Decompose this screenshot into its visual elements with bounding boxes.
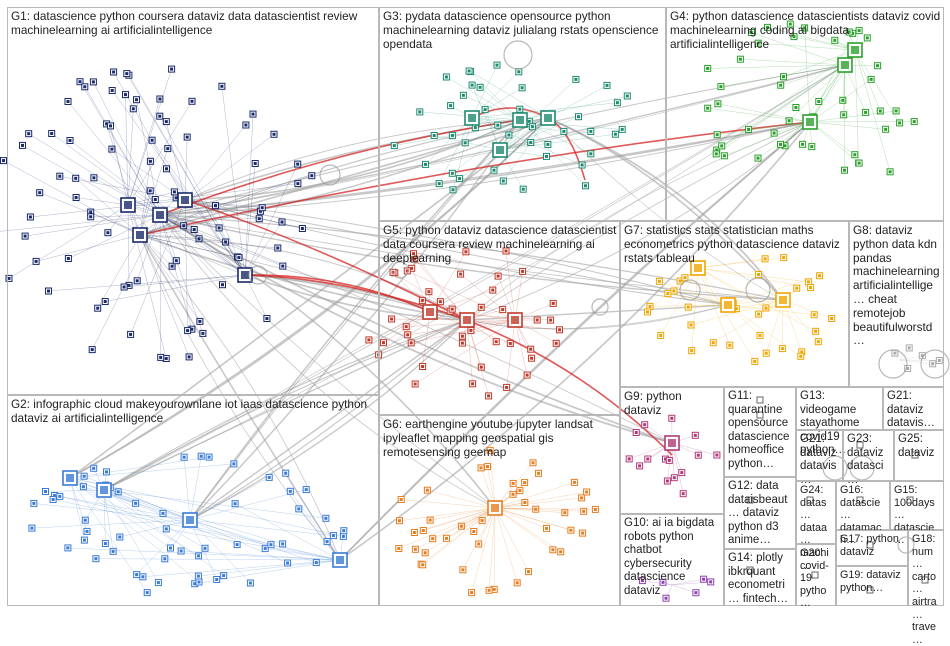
group-panel-g13: G13: videogame stayathome covid19 python… (796, 387, 883, 430)
group-panel-g1: G1: datascience python coursera dataviz … (7, 7, 379, 395)
group-panel-g19: G19: dataviz python… (836, 566, 908, 606)
group-label-g14: G14: plotly ibkrquant econometri… fintec… (728, 552, 793, 606)
group-label-g1: G1: datascience python coursera dataviz … (11, 10, 376, 38)
group-panel-g20: G20: covid-19 pytho… (796, 544, 836, 606)
group-label-g10: G10: ai ia bigdata robots python chatbot… (624, 517, 721, 598)
network-graph: G1: datascience python coursera dataviz … (0, 0, 950, 611)
group-panel-g11: G11: quarantine opensource datascience h… (724, 387, 796, 477)
group-panel-g10: G10: ai ia bigdata robots python chatbot… (620, 514, 724, 606)
group-label-g11: G11: quarantine opensource datascience h… (728, 390, 793, 471)
group-panel-g9: G9: python dataviz (620, 387, 724, 514)
group-panel-g21: G21: dataviz datavis… (796, 430, 843, 481)
group-panel-g16: G16: datascie… datamach… (836, 481, 890, 530)
group-panel-g2: G2: infographic cloud makeyourownlane io… (7, 395, 379, 606)
group-label-g4: G4: python datascience datascientists da… (670, 10, 941, 51)
group-label-g22: G21: dataviz datavis… (887, 390, 941, 431)
group-panel-g22: G21: dataviz datavis… (883, 387, 944, 430)
group-panel-g8: G8: dataviz python data kdn pandas machi… (849, 221, 944, 387)
group-label-g25: G25: dataviz (898, 433, 941, 460)
group-panel-g24: G24: datas… dataa… machi… (796, 481, 836, 544)
group-label-g12: G12: data dataisbeaut… dataviz python d3… (728, 480, 793, 548)
group-panel-g12: G12: data dataisbeaut… dataviz python d3… (724, 477, 796, 549)
group-panel-g14: G14: plotly ibkrquant econometri… fintec… (724, 549, 796, 606)
group-panel-g7: G7: statistics stats statistician maths … (620, 221, 849, 387)
group-panel-g4: G4: python datascience datascientists da… (666, 7, 944, 221)
group-label-g3: G3: pydata datascience opensource python… (383, 10, 663, 51)
group-label-g18: G18: num… carto… airtra… trave… (912, 533, 941, 646)
vertex-node-core (2, 159, 5, 162)
group-label-g8: G8: dataviz python data kdn pandas machi… (853, 224, 941, 348)
group-label-g6: G6: earthengine youtube jupyter landsat … (383, 418, 617, 459)
group-label-g23: G23: dataviz datasci… (847, 433, 891, 487)
group-label-g19: G19: dataviz python… (840, 569, 905, 594)
group-panel-g23: G23: dataviz datasci… (843, 430, 894, 481)
group-label-g17: G17: python dataviz (840, 533, 905, 558)
group-panel-g6: G6: earthengine youtube jupyter landsat … (379, 415, 620, 606)
group-label-g9: G9: python dataviz (624, 390, 721, 418)
group-panel-g17: G17: python dataviz (836, 530, 908, 566)
group-label-g7: G7: statistics stats statistician maths … (624, 224, 846, 265)
group-panel-g18: G18: num… carto… airtra… trave… (908, 530, 944, 606)
group-label-g2: G2: infographic cloud makeyourownlane io… (11, 398, 376, 426)
group-panel-g3: G3: pydata datascience opensource python… (379, 7, 666, 221)
group-label-g5: G5: python dataviz datascience datascien… (383, 224, 617, 265)
group-label-g21: G21: dataviz datavis… (800, 433, 840, 487)
group-label-g20: G20: covid-19 pytho… (800, 547, 833, 610)
group-panel-g5: G5: python dataviz datascience datascien… (379, 221, 620, 415)
group-panel-g25: G25: dataviz (894, 430, 944, 481)
group-panel-g15: G15: 100days… datascie… (890, 481, 944, 530)
